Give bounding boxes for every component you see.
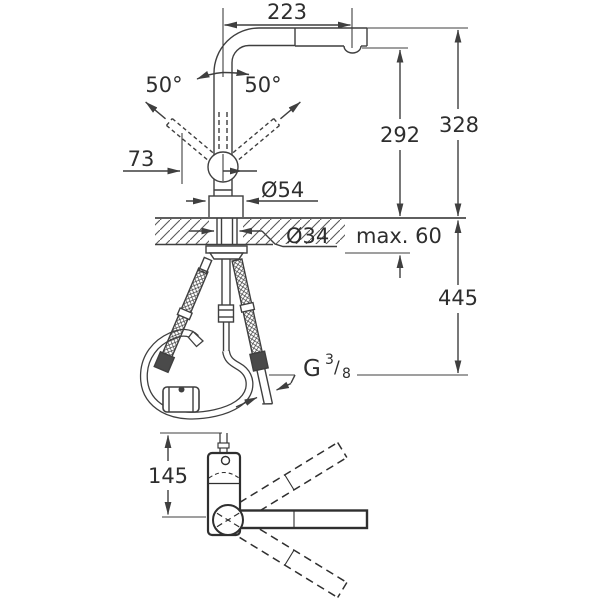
dim-angle-right-label: 50° <box>244 73 281 97</box>
lever-swing-arc <box>196 69 250 80</box>
front-view: 223 50° 50° 73 Ø54 Ø34 max. 60 <box>123 0 479 420</box>
spout-position-up-dashed <box>228 441 348 526</box>
dim-hose-445-label: 445 <box>438 286 478 310</box>
lever-screw-side <box>220 455 231 466</box>
dim-height-328-label: 328 <box>439 113 479 137</box>
base-flange <box>208 195 244 219</box>
thread-g-label: G <box>303 356 321 382</box>
spout-position-down-dashed <box>228 514 348 599</box>
dim-body-height-label: 145 <box>148 464 188 488</box>
thread-callout-g38 <box>235 374 296 408</box>
thread-slash: / <box>334 358 340 378</box>
hose-end-cone <box>187 330 204 348</box>
dim-lever-offset-label: 73 <box>128 147 155 171</box>
supply-hose-left <box>153 256 213 374</box>
mounting-nut <box>205 245 248 260</box>
dim-height-292 <box>362 47 408 217</box>
spray-nozzle <box>343 45 362 54</box>
thread-numerator: 3 <box>325 352 334 368</box>
hose-connector <box>153 350 176 374</box>
dim-hole-dia-34 <box>189 227 337 248</box>
supply-hose-right <box>231 258 274 405</box>
hose-weight-block <box>162 386 200 413</box>
lever-left-50 <box>145 101 215 161</box>
dim-deck-max-label: max. 60 <box>356 224 442 248</box>
pivot-crosslines <box>216 512 241 528</box>
hose-connector <box>249 350 270 372</box>
dim-angle-left-label: 50° <box>145 73 182 97</box>
side-view: 145 <box>148 432 369 599</box>
dim-body-height-145 <box>160 432 222 518</box>
dim-reach-223 <box>222 8 353 77</box>
lever-right-50 <box>231 101 301 161</box>
dim-height-292-label: 292 <box>380 123 420 147</box>
dim-hole-dia-label: Ø34 <box>286 224 329 248</box>
pullout-hose-straight <box>217 259 235 351</box>
dim-deck-max-60 <box>345 252 410 278</box>
dim-lever-offset-73 <box>123 133 257 184</box>
weight-screw-dot <box>178 386 185 393</box>
thread-denominator: 8 <box>342 366 351 382</box>
countertop-section <box>155 217 466 246</box>
dim-base-dia-label: Ø54 <box>261 178 304 202</box>
pullout-hose-loop <box>139 328 254 420</box>
dim-hose-445 <box>269 220 468 376</box>
spout-arm-side <box>238 509 369 530</box>
dim-height-328 <box>367 27 468 217</box>
dim-reach-label: 223 <box>267 0 307 24</box>
